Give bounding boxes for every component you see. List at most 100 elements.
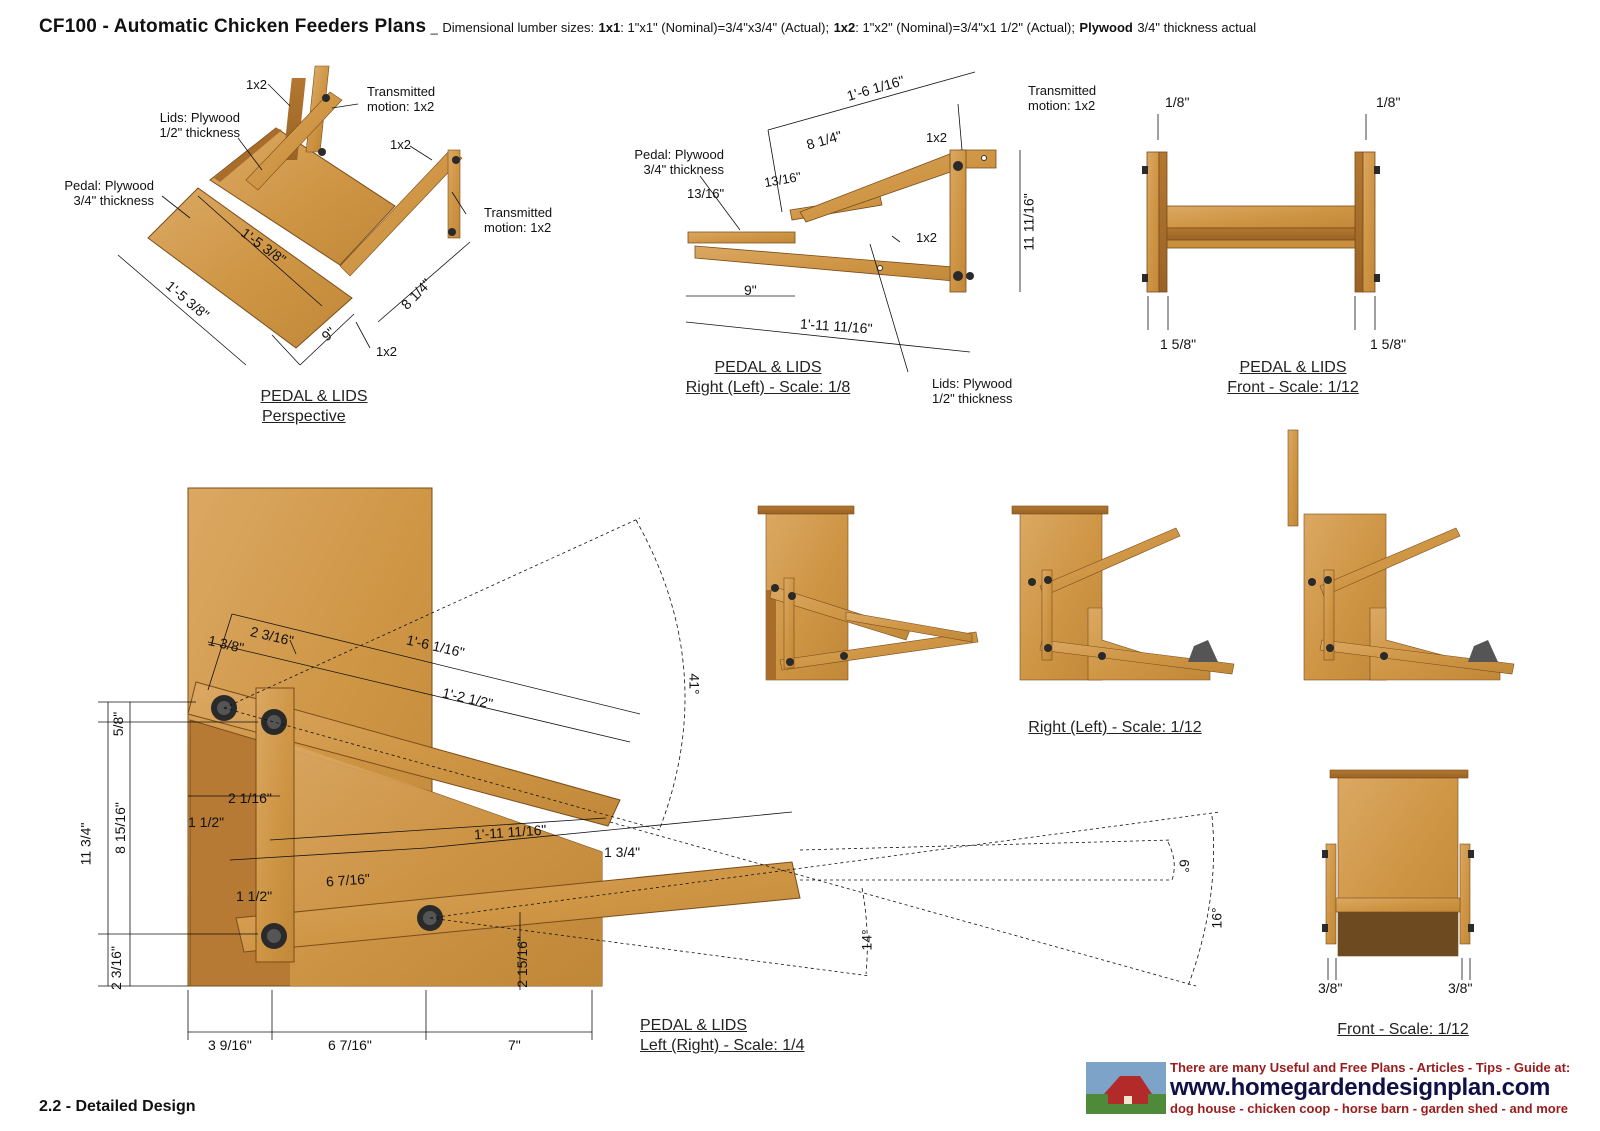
- caption-right-view: PEDAL & LIDS Right (Left) - Scale: 1/8: [666, 358, 870, 398]
- ad-line-1: There are many Useful and Free Plans - A…: [1170, 1060, 1571, 1075]
- right-sequence: [757, 429, 1515, 681]
- dim-label: 1/8": [1165, 94, 1190, 110]
- arm-1x2-left: [245, 91, 343, 191]
- text: Lids: Plywood: [159, 110, 240, 125]
- text: Pedal: Plywood: [64, 178, 154, 193]
- dim-label: 2 15/16": [513, 936, 530, 988]
- angle-label: 14°: [858, 929, 875, 951]
- text: motion: 1x2: [484, 220, 552, 235]
- upright-1x2-right: [447, 149, 461, 239]
- bolt-icon: [452, 156, 460, 164]
- front-view-small: [1142, 114, 1380, 330]
- bolt-icon: [966, 272, 974, 280]
- bolt-icon: [318, 148, 326, 156]
- text: Transmitted: [367, 84, 436, 99]
- front-view-full: [1322, 769, 1474, 980]
- label-1x2: 1x2: [376, 344, 397, 359]
- dim-label: 1/8": [1376, 94, 1401, 110]
- header: CF100 - Automatic Chicken Feeders Plans …: [39, 16, 1256, 38]
- text: PEDAL & LIDS: [640, 1017, 748, 1034]
- text: 3/4" thickness: [643, 162, 725, 177]
- lumber-val-1x1: : 1"x1" (Nominal)=3/4"x3/4" (Actual);: [620, 20, 830, 35]
- lumber-key-1x2: 1x2: [833, 20, 856, 35]
- seq-frame-3: [1287, 429, 1515, 681]
- lumber-intro: Dimensional lumber sizes:: [442, 20, 595, 35]
- label-1x2: 1x2: [916, 230, 937, 245]
- dim-label: 11 3/4": [77, 822, 94, 866]
- lumber-key-1x1: 1x1: [598, 20, 621, 35]
- angle-label: 16°: [1208, 907, 1225, 929]
- pedal-arm: [235, 861, 801, 953]
- caption-front-small: PEDAL & LIDS Front - Scale: 1/12: [1208, 358, 1378, 398]
- bolt-icon: [1142, 166, 1148, 174]
- lumber-val-1x2: : 1"x2" (Nominal)=3/4"x1 1/2" (Actual);: [855, 20, 1075, 35]
- text: PEDAL & LIDS: [1239, 359, 1347, 376]
- left-view-large: [98, 487, 1221, 1040]
- arm-1x2-right: [339, 149, 463, 277]
- pedal: [687, 231, 796, 244]
- text: Right (Left) - Scale: 1/8: [685, 379, 851, 396]
- bolt-icon: [267, 715, 281, 729]
- text: 3/4" thickness: [73, 193, 155, 208]
- right-upright: [1354, 151, 1364, 293]
- dim-label: 1 5/8": [1160, 336, 1197, 352]
- text: 1/2" thickness: [932, 391, 1013, 406]
- lumber-key-plywood: Plywood: [1079, 20, 1133, 35]
- ad-thumbnail-image: [1086, 1062, 1166, 1114]
- lumber-val-plywood: 3/4" thickness actual: [1137, 20, 1257, 35]
- bolt-icon: [1374, 274, 1380, 282]
- title-separator: _: [430, 20, 438, 35]
- caption-front-full: Front - Scale: 1/12: [1337, 1021, 1469, 1038]
- text: Front - Scale: 1/12: [1227, 379, 1359, 396]
- text: Transmitted: [484, 205, 553, 220]
- angle-label: 41°: [686, 673, 703, 695]
- ad-line-3: dog house - chicken coop - horse barn - …: [1170, 1100, 1568, 1116]
- ad-text: There are many Useful and Free Plans - A…: [1170, 1060, 1571, 1116]
- dim-label: 5/8": [110, 711, 127, 737]
- dim-label: 1 1/2": [236, 888, 273, 904]
- text: PEDAL & LIDS: [714, 359, 822, 376]
- dim-label: 8 15/16": [111, 802, 128, 854]
- dim-label: 2 3/16": [107, 946, 124, 990]
- dim-label: 3 9/16": [208, 1037, 252, 1053]
- bolt-icon: [1374, 166, 1380, 174]
- text: 1/2" thickness: [159, 125, 241, 140]
- pedal: [1166, 227, 1356, 241]
- website-link[interactable]: www.homegardendesignplan.com: [1170, 1074, 1551, 1102]
- label-1x2: 1x2: [926, 130, 947, 145]
- pivot-icon: [877, 265, 883, 271]
- text: motion: 1x2: [367, 99, 435, 114]
- dim-label: 2 1/16": [228, 790, 272, 806]
- bolt-icon: [267, 929, 281, 943]
- bolt-icon: [953, 271, 963, 281]
- dim-label: 6 7/16": [328, 1037, 372, 1053]
- bolt-icon: [953, 161, 963, 171]
- arm-bottom: [694, 245, 966, 283]
- upright: [949, 149, 967, 293]
- seq-frame-1: [757, 505, 979, 681]
- dim-label: 3/8": [1448, 980, 1473, 996]
- dim-label: 1 3/4": [604, 844, 641, 860]
- left-upright: [1146, 151, 1160, 293]
- seq-frame-2: [1011, 505, 1235, 681]
- dim-label: 3/8": [1318, 980, 1343, 996]
- dim-label: 13/16": [687, 186, 725, 201]
- label-1x2: 1x2: [246, 77, 267, 92]
- pedal-edge: [1166, 239, 1356, 249]
- dim-label: 11 11/16": [1020, 193, 1037, 251]
- text: Pedal: Plywood: [634, 147, 724, 162]
- bolt-icon: [1142, 274, 1148, 282]
- section-label: 2.2 - Detailed Design: [39, 1098, 196, 1115]
- left-upright-b: [1158, 151, 1168, 293]
- dim-label: 7": [508, 1037, 521, 1053]
- text: Perspective: [262, 408, 346, 425]
- bolt-icon: [322, 94, 330, 102]
